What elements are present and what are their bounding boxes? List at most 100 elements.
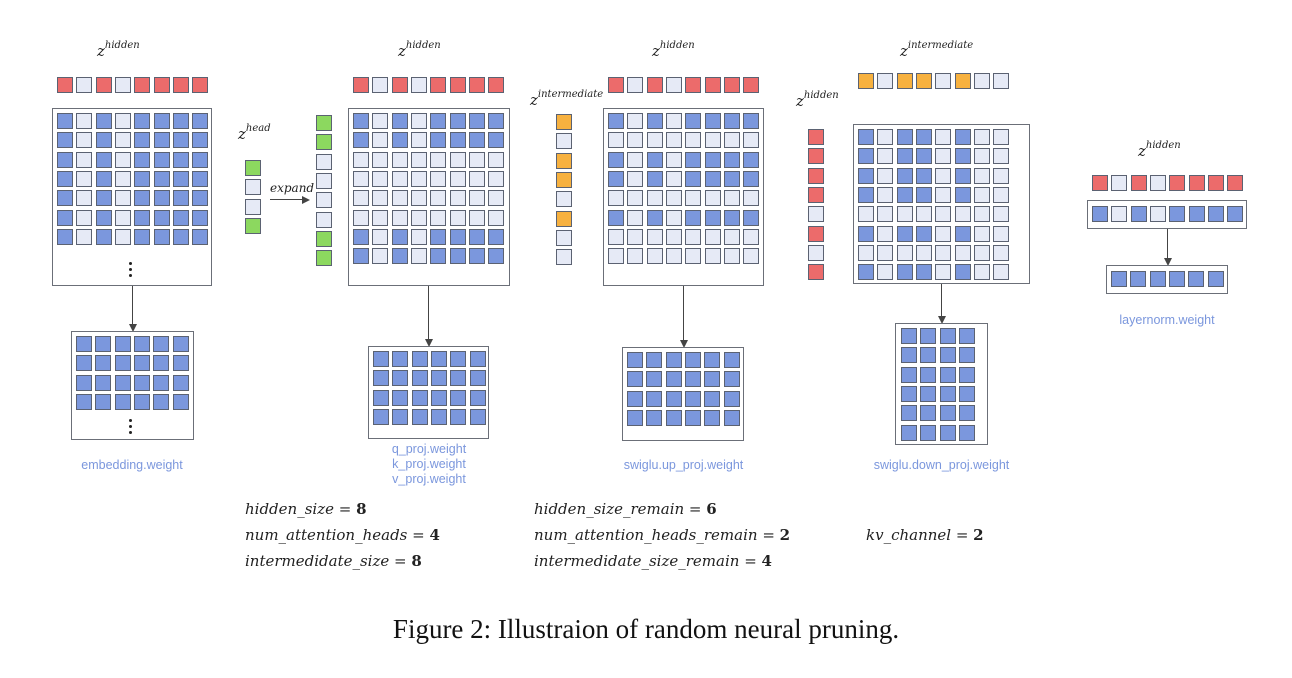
embedding-pruned-cell [95,393,112,410]
expand-label: expand [270,181,315,195]
up-proj-weight-cell [646,228,663,245]
intermediate-mask-cell [556,152,572,169]
embedding-weight-cell [76,190,93,207]
down-proj-pruned-cell [939,347,956,364]
qkv-pruned-cell [411,370,428,387]
embedding-weight-cell [57,228,73,245]
layernorm-pruned-cell [1130,271,1147,287]
layernorm-pruned-cell [1207,271,1224,287]
qkv-weight-cell [353,151,369,168]
qkv-weight-cell [488,170,505,187]
hidden-mask-cell [172,77,189,93]
embedding-pruned-cell [153,355,170,372]
ellipsis-icon [129,262,133,280]
up-proj-weight-cell [627,248,644,265]
down-proj-pruned-cell [901,366,917,383]
qkv-weight-cell [372,228,389,245]
up-proj-weight-cell [608,170,624,187]
down-proj-weight-cell [877,225,894,242]
layernorm-weight-cell [1207,206,1224,222]
equation-original: num_attention_heads = 4 [245,526,440,544]
embedding-weight-cell [57,190,73,207]
up-proj-pruned-cell [684,371,701,388]
down-proj-weight-cell [935,206,952,223]
up-proj-weight-cell [627,190,644,207]
head-expanded-mask-cell [316,172,332,189]
head-mask-cell [245,179,261,196]
qkv-pruned-cell [392,370,409,387]
qkv-weight-cell [449,228,466,245]
up-proj-pruned-cell [723,390,740,407]
down-proj-weight-cell [915,244,932,261]
up-proj-weight-cell [743,209,760,226]
up-proj-weight-cell [743,228,760,245]
up-proj-weight-cell [665,209,682,226]
down-proj-weight-cell [915,129,932,145]
head-mask-cell [245,198,261,215]
hidden-mask-cell [627,77,644,93]
up-proj-pruned-cell [646,352,663,368]
up-proj-weight-cell [704,190,721,207]
up-proj-weight-cell [685,228,702,245]
up-proj-weight-cell [627,228,644,245]
embedding-weight-cell [153,209,170,226]
up-proj-weight-cell [665,151,682,168]
up-proj-pruned-cell [723,409,740,426]
down-proj-pruned-cell [920,366,937,383]
embedding-weight-cell [192,170,209,187]
z-hidden-label: zhidden [398,40,441,60]
up-proj-weight-cell [723,190,740,207]
embedding-weight-cell [95,151,112,168]
down-proj-weight-cell [935,186,952,203]
up-proj-weight-cell [646,170,663,187]
embedding-weight-cell [76,113,93,129]
hidden-mask-cell [704,77,721,93]
up-proj-weight-cell [627,132,644,149]
z-hidden-label: zhidden [1138,140,1181,160]
down-proj-weight-cell [973,225,990,242]
embedding-pruned-cell [133,393,150,410]
hidden-mask-cell [57,77,73,93]
up-proj-weight-cell [685,209,702,226]
layernorm-weight-label: layernorm.weight [1087,313,1247,328]
qkv-weight-cell [353,132,369,149]
embedding-weight-cell [95,170,112,187]
embedding-weight-cell [134,151,151,168]
qkv-weight-cell [430,151,447,168]
qkv-weight-cell [391,228,408,245]
head-expanded-mask-cell [316,192,332,209]
intermediate-mask-cell [935,73,952,89]
hidden-mask-cell [372,77,389,93]
qkv-pruned-cell [450,408,467,425]
layernorm-pruned-cell [1188,271,1205,287]
weight-name-line: k_proj.weight [392,457,466,471]
arrowhead-icon [679,340,688,348]
hidden-mask-cell [449,77,466,93]
arrowhead-icon [1163,258,1172,266]
qkv-pruned-cell [411,408,428,425]
down-proj-weight-cell [858,148,874,165]
down-proj-weight-cell [858,264,874,281]
down-proj-weight-cell [935,148,952,165]
up-proj-weight-cell [665,190,682,207]
qkv-weight-cell [372,209,389,226]
down-proj-weight-cell [935,264,952,281]
down-proj-weight-cell [993,186,1010,203]
embedding-weight-cell [192,228,209,245]
down-proj-weight-cell [954,206,971,223]
down-proj-pruned-cell [958,405,975,422]
embedding-weight-cell [172,209,189,226]
down-proj-weight-label: swiglu.down_proj.weight [853,458,1030,473]
qkv-pruned-cell [430,408,447,425]
embedding-pruned-cell [114,393,131,410]
up-proj-weight-label: swiglu.up_proj.weight [603,458,764,473]
embedding-weight-cell [134,228,151,245]
qkv-weight-cell [488,190,505,207]
up-proj-weight-cell [665,248,682,265]
layernorm-pruned-cell [1168,271,1185,287]
down-proj-weight-cell [896,206,913,223]
embedding-weight-cell [114,132,131,149]
intermediate-mask-cell [858,73,874,89]
up-proj-pruned-cell [684,409,701,426]
